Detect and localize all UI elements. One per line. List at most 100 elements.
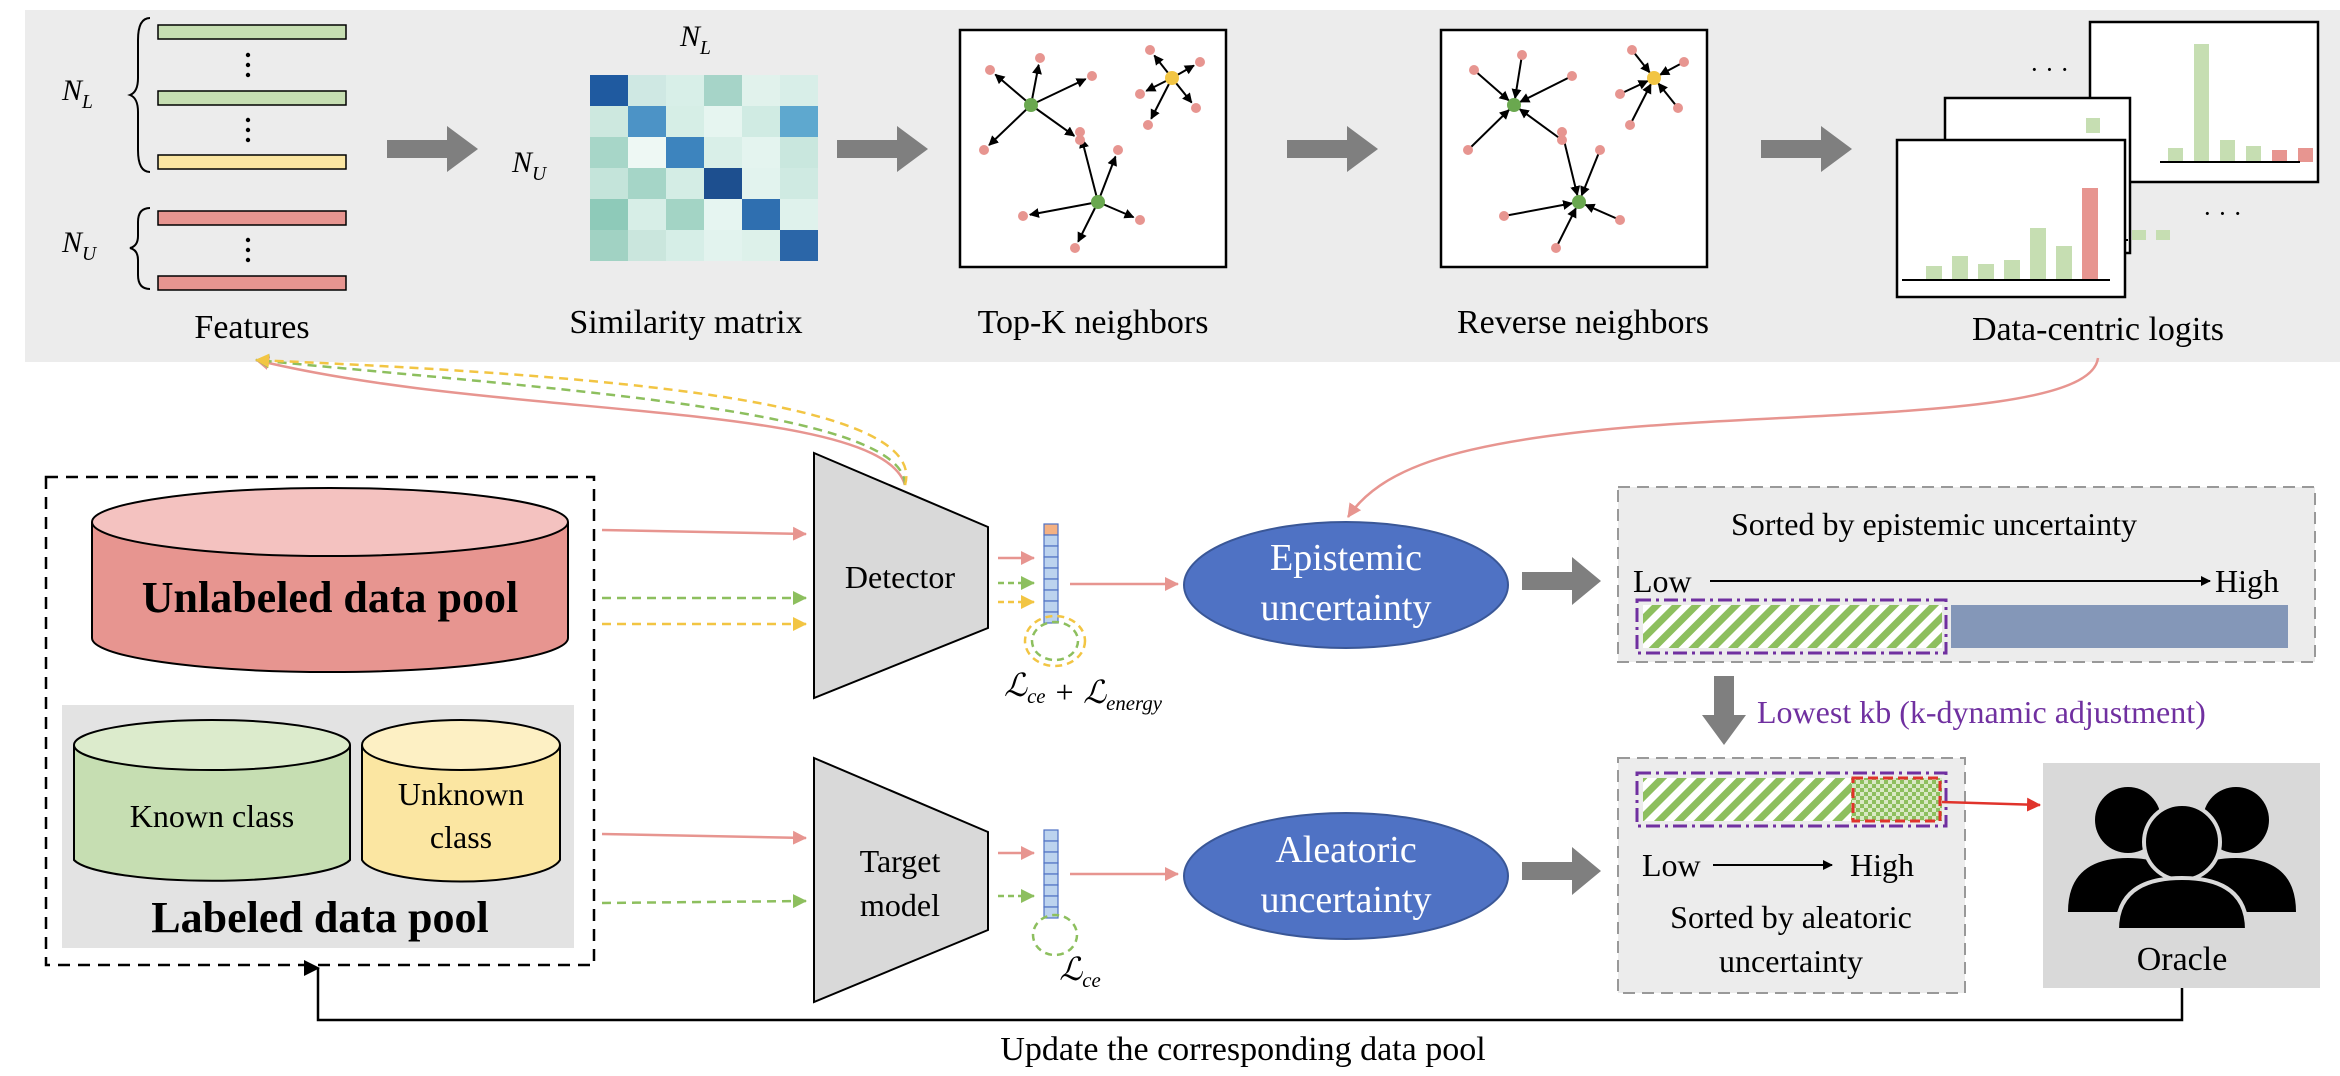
update-label: Update the corresponding data pool — [1000, 1031, 1485, 1068]
graph-node — [1625, 120, 1635, 130]
labeled-pool-label: Labeled data pool — [151, 893, 488, 942]
aleatoric-sorted-box: Low High Sorted by aleatoric uncertainty — [1617, 757, 1966, 994]
detector-loss-label: ℒce + ℒenergy — [1004, 667, 1163, 715]
graph-node — [1673, 103, 1683, 113]
graph-node — [1143, 120, 1153, 130]
feature-bar-unknown — [157, 154, 347, 170]
graph-edge — [1519, 75, 1573, 103]
matrix-cell — [666, 106, 704, 137]
target-label-1: Target — [860, 843, 941, 879]
vector-cell — [1043, 556, 1059, 569]
people-icon — [2068, 787, 2296, 932]
matrix-cell — [590, 106, 628, 137]
epistemic-label-2: uncertainty — [1261, 587, 1432, 629]
logit-bar — [2030, 228, 2046, 280]
arrow-aleatoric-to-sorted — [1522, 847, 1601, 895]
logits-to-epistemic-curve — [1346, 357, 2100, 518]
nu-label-features: NU — [61, 226, 98, 265]
graph-edge — [1584, 203, 1621, 221]
unknown-class-label-1: Unknown — [398, 776, 524, 812]
vector-cell — [1043, 600, 1059, 613]
graph-node — [1499, 211, 1509, 221]
vector-cell — [1043, 545, 1059, 558]
matrix-cell — [628, 230, 666, 261]
graph-node — [1615, 89, 1625, 99]
graph-node — [1595, 145, 1605, 155]
aleatoric-sorted-title-2: uncertainty — [1719, 943, 1863, 979]
known-class-cylinder: Known class — [73, 719, 351, 882]
aleatoric-uncertainty: Aleatoric uncertainty — [1183, 812, 1509, 940]
matrix-cell — [628, 106, 666, 137]
graph-edge — [1030, 104, 1076, 137]
vector-cell — [1043, 884, 1059, 897]
graph-edge — [1657, 82, 1679, 109]
unlabeled-pool-label: Unlabeled data pool — [142, 573, 519, 622]
graph-node — [979, 145, 989, 155]
matrix-cell — [780, 168, 818, 199]
topk-graph — [979, 45, 1205, 253]
detector-output-vector — [1043, 523, 1059, 624]
graph-node — [1035, 53, 1045, 63]
logit-bar — [1978, 264, 1994, 280]
epistemic-selected-bar — [1643, 605, 1942, 648]
graph-center-node — [1647, 71, 1661, 85]
aleatoric-low-bar — [1643, 778, 1851, 821]
lowest-kb-label: Lowest kb (k-dynamic adjustment) — [1757, 694, 2206, 730]
graph-node — [1567, 71, 1577, 81]
vector-cell — [1043, 829, 1059, 842]
matrix-cell — [780, 75, 818, 106]
logit-bar — [2082, 188, 2098, 280]
matrix-cell — [666, 137, 704, 168]
matrix-cell — [704, 137, 742, 168]
arrow-topk-to-reverse — [1287, 126, 1378, 172]
nu-label-matrix: NU — [511, 146, 548, 185]
epistemic-label-1: Epistemic — [1270, 537, 1422, 579]
arrow-features-to-matrix — [387, 126, 478, 172]
vertical-ellipsis — [245, 52, 251, 263]
matrix-cell — [590, 230, 628, 261]
vector-cell — [1043, 862, 1059, 875]
graph-edge — [1555, 207, 1577, 249]
epistemic-uncertainty: Epistemic uncertainty — [1183, 521, 1509, 649]
matrix-cell — [742, 75, 780, 106]
matrix-cell — [628, 168, 666, 199]
matrix-cell — [590, 199, 628, 230]
features-block: NL NU Features — [61, 17, 347, 346]
graph-center-node — [1572, 195, 1586, 209]
reverse-graph — [1463, 45, 1689, 253]
matrix-cell — [704, 106, 742, 137]
graph-node — [1469, 65, 1479, 75]
logit-bar — [2246, 146, 2261, 162]
aleatoric-low-label: Low — [1642, 847, 1701, 883]
nu-brace — [129, 207, 151, 290]
graph-node — [1070, 243, 1080, 253]
target-model-block: Target model — [813, 756, 989, 1004]
graph-edge — [1473, 69, 1510, 102]
logit-bar — [2272, 150, 2287, 162]
aleatoric-sorted-title-1: Sorted by aleatoric — [1670, 899, 1912, 935]
epistemic-sorted-box: Sorted by epistemic uncertainty Low High — [1617, 486, 2316, 663]
vector-cell — [1043, 523, 1059, 536]
logits-label: Data-centric logits — [1972, 311, 2224, 348]
logit-bar — [2086, 118, 2100, 133]
graph-node — [1087, 71, 1097, 81]
features-label: Features — [194, 309, 309, 346]
graph-node — [1551, 243, 1561, 253]
topk-block: Top-K neighbors — [958, 28, 1228, 341]
graph-node — [1135, 89, 1145, 99]
matrix-cell — [780, 230, 818, 261]
logit-bar — [2298, 148, 2313, 162]
aleatoric-selection-frame — [1635, 771, 1948, 828]
matrix-cell — [628, 137, 666, 168]
epistemic-sorted-title: Sorted by epistemic uncertainty — [1731, 506, 2137, 542]
graph-edge — [1629, 83, 1652, 126]
similarity-matrix-block: NL NU Similarity matrix — [511, 20, 818, 341]
reverse-block: Reverse neighbors — [1439, 28, 1709, 341]
nl-label-matrix: NL — [679, 20, 711, 59]
matrix-cell — [704, 168, 742, 199]
graph-edge — [1150, 77, 1173, 120]
vector-cell — [1043, 851, 1059, 864]
graph-node — [1075, 127, 1085, 137]
logit-bar — [2156, 230, 2170, 240]
